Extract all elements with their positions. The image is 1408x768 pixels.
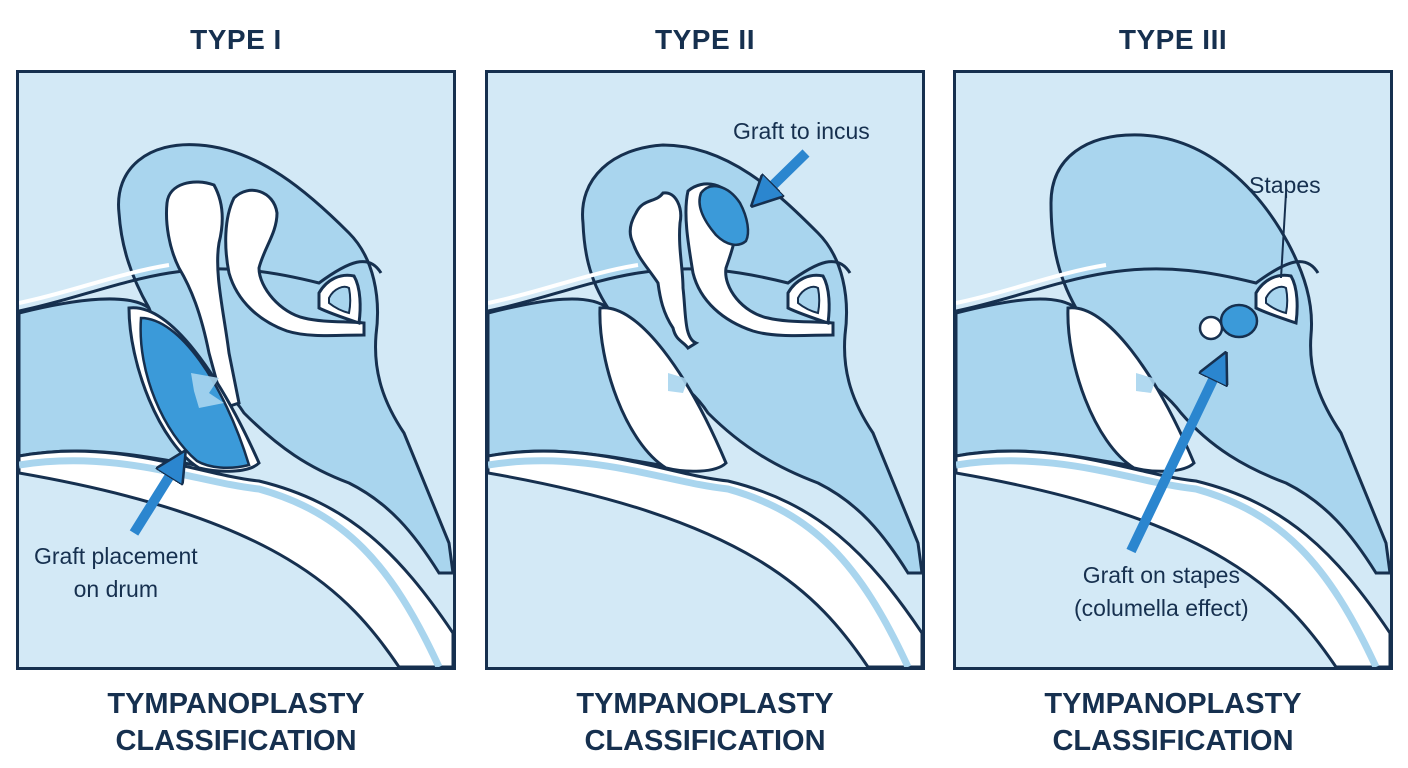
drum xyxy=(598,306,728,473)
stapes-graft xyxy=(1219,303,1259,339)
malleus xyxy=(165,180,241,410)
classification-label: TYMPANOPLASTY CLASSIFICATION xyxy=(107,688,365,757)
panel-type-1: TYPE I Graft placement xyxy=(16,0,456,768)
diagram-panel: Graft placement on drum xyxy=(16,70,456,670)
type-title: TYPE I xyxy=(190,24,282,55)
panel-type-2: TYPE II Graft to incus TYMPANOPLASTY CLA… xyxy=(485,0,925,768)
incus-graft xyxy=(698,184,750,247)
diagram-panel: Stapes Graft on stapes (columella effect… xyxy=(953,70,1393,670)
columella-ball xyxy=(1198,315,1224,341)
panel-type-3: TYPE III Stapes Graft on stapes (columel… xyxy=(953,0,1393,768)
type-title: TYPE II xyxy=(655,24,755,55)
type-title: TYPE III xyxy=(1118,24,1228,55)
lower-tissue-band xyxy=(956,449,1390,667)
arrow xyxy=(760,149,810,198)
annotation-graft-incus: Graft to incus xyxy=(733,118,870,144)
classification-label: TYMPANOPLASTY CLASSIFICATION xyxy=(576,688,834,757)
ear-diagram-type-1 xyxy=(19,143,453,667)
arrow xyxy=(1126,363,1221,554)
arrow xyxy=(129,461,179,536)
ear-diagram-type-3 xyxy=(956,133,1390,667)
ear-diagram-type-2 xyxy=(488,143,922,667)
malleus-eroded xyxy=(628,191,700,351)
label-stapes: Stapes xyxy=(1249,172,1321,198)
incus xyxy=(224,188,366,338)
annotation-graft-stapes: Graft on stapes (columella effect) xyxy=(1074,562,1249,621)
annotation-graft-drum: Graft placement on drum xyxy=(34,543,198,602)
classification-label: TYMPANOPLASTY CLASSIFICATION xyxy=(1044,688,1302,757)
diagram-panel: Graft to incus xyxy=(485,70,925,670)
lower-tissue-band xyxy=(488,449,922,667)
